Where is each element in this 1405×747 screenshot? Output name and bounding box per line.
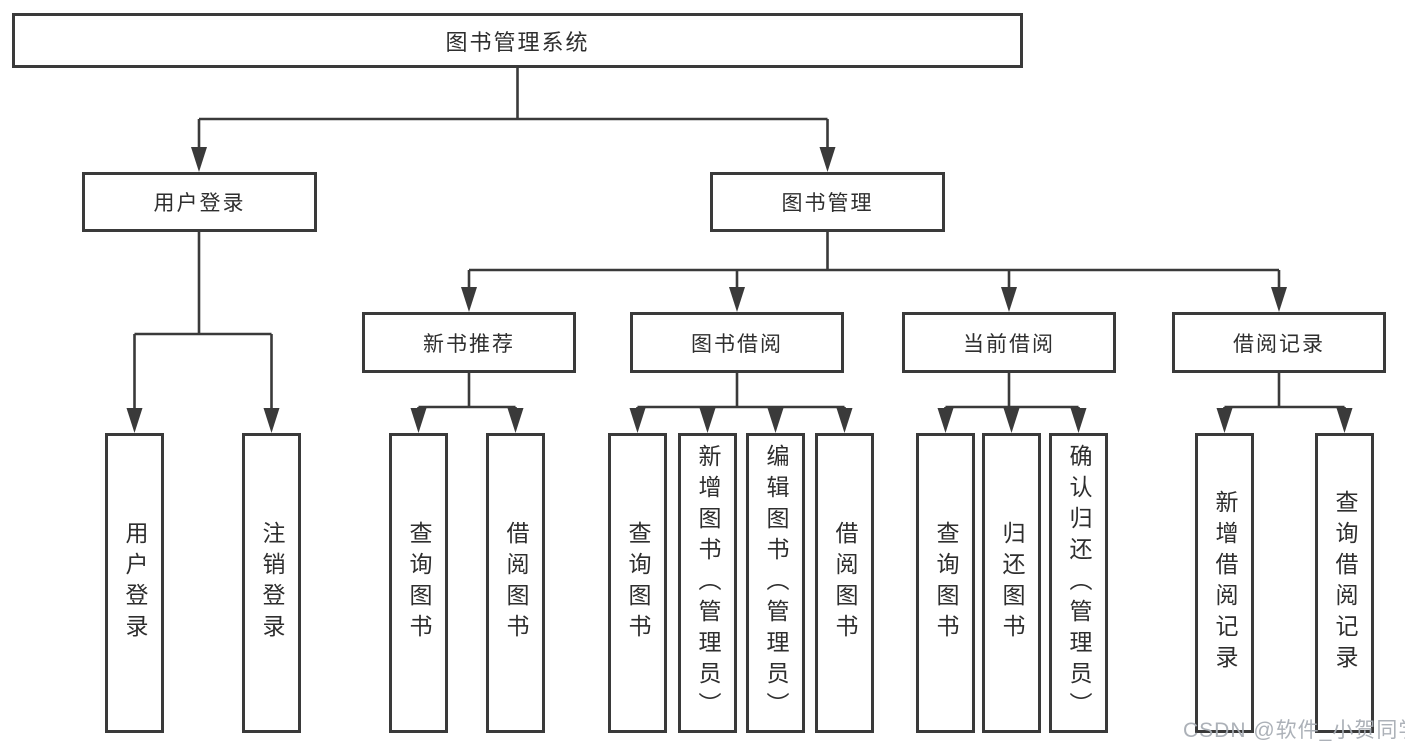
leaf-add-books-admin: 新增图书（管理员） [678,433,737,733]
leaf-edit-books-admin: 编辑图书（管理员） [746,433,805,733]
leaf-query-books-borrowing-label: 查询图书 [625,521,651,645]
leaf-return-books-label: 归还图书 [999,521,1025,645]
leaf-query-borrow-record-label: 查询借阅记录 [1332,490,1358,676]
leaf-user-login: 用户登录 [105,433,164,733]
node-current-borrowing-label: 当前借阅 [963,332,1055,356]
leaf-logout: 注销登录 [242,433,301,733]
leaf-borrow-books-label: 借阅图书 [832,521,858,645]
leaf-add-books-admin-label: 新增图书（管理员） [695,443,721,723]
leaf-return-books: 归还图书 [982,433,1041,733]
node-user-login: 用户登录 [82,172,317,232]
node-user-login-label: 用户登录 [153,192,246,215]
leaf-query-books-current-label: 查询图书 [933,521,959,645]
leaf-logout-label: 注销登录 [259,521,285,645]
leaf-edit-books-admin-label: 编辑图书（管理员） [763,443,789,723]
node-borrow-records-label: 借阅记录 [1233,332,1325,356]
leaf-query-books-recommend-label: 查询图书 [406,521,432,645]
arrowheads [126,147,1353,433]
leaf-user-login-label: 用户登录 [122,521,148,645]
leaf-borrow-books: 借阅图书 [815,433,874,733]
leaf-confirm-return-admin-label: 确认归还（管理员） [1066,443,1092,723]
leaf-confirm-return-admin: 确认归还（管理员） [1049,433,1108,733]
node-borrow-records: 借阅记录 [1172,312,1386,373]
node-book-management: 图书管理 [710,172,945,232]
node-new-book-recommend-label: 新书推荐 [423,332,515,356]
leaf-borrow-books-recommend-label: 借阅图书 [503,521,529,645]
node-library-system: 图书管理系统 [12,13,1023,68]
leaf-query-borrow-record: 查询借阅记录 [1315,433,1374,733]
leaf-query-books-current: 查询图书 [916,433,975,733]
node-current-borrowing: 当前借阅 [902,312,1116,373]
leaf-query-books-borrowing: 查询图书 [608,433,667,733]
csdn-watermark: CSDN @软件_小贺同学 [1183,719,1405,742]
leaf-query-books-recommend: 查询图书 [389,433,448,733]
leaf-add-borrow-record: 新增借阅记录 [1195,433,1254,733]
node-new-book-recommend: 新书推荐 [362,312,576,373]
node-book-management-label: 图书管理 [781,192,874,215]
leaf-add-borrow-record-label: 新增借阅记录 [1212,490,1238,676]
leaf-borrow-books-recommend: 借阅图书 [486,433,545,733]
node-library-system-label: 图书管理系统 [445,29,590,55]
node-book-borrowing: 图书借阅 [630,312,844,373]
node-book-borrowing-label: 图书借阅 [691,332,783,356]
